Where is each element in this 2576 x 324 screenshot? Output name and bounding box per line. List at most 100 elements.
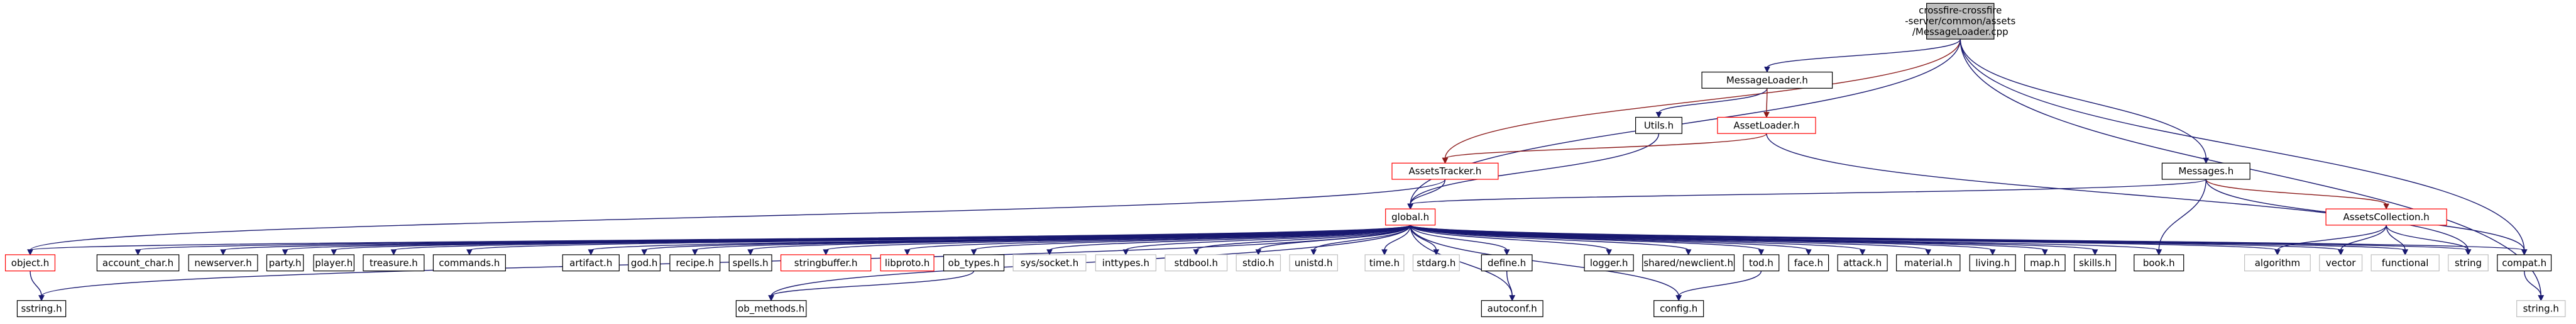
arrowhead-global-to-string bbox=[2465, 249, 2472, 256]
arrowhead-global-to-syssocket bbox=[1046, 249, 1053, 256]
arrowhead-global-to-stringbuffer bbox=[823, 249, 829, 256]
node-label-treasure: treasure.h bbox=[370, 257, 418, 269]
node-box-stringbuffer bbox=[780, 254, 872, 272]
node-stringh: string.h bbox=[2516, 300, 2566, 318]
node-compat[interactable]: compat.h bbox=[2497, 254, 2552, 272]
node-unistd: unistd.h bbox=[1289, 254, 1338, 272]
node-tod[interactable]: tod.h bbox=[1743, 254, 1780, 272]
node-map[interactable]: map.h bbox=[2024, 254, 2066, 272]
arrowhead-ob_types-to-ob_methods bbox=[768, 295, 774, 301]
arrowhead-global-to-treasure bbox=[390, 249, 397, 256]
arrowhead-object-to-sstring bbox=[38, 295, 45, 301]
node-living[interactable]: living.h bbox=[1969, 254, 2016, 272]
node-label-spells: spells.h bbox=[733, 257, 769, 269]
node-config[interactable]: config.h bbox=[1653, 300, 1704, 318]
edge-global-to-stringbuffer bbox=[825, 225, 1411, 251]
node-box-unistd bbox=[1289, 254, 1338, 272]
edge-global-to-time bbox=[1384, 225, 1411, 251]
node-newserver[interactable]: newserver.h bbox=[188, 254, 258, 272]
node-box-tod bbox=[1743, 254, 1780, 272]
nodes-layer: crossfire-crossfire-server/common/assets… bbox=[4, 3, 2566, 318]
edge-global-to-ob_types bbox=[973, 225, 1411, 251]
edge-messages-to-assetscoll bbox=[2205, 179, 2387, 205]
node-book[interactable]: book.h bbox=[2134, 254, 2184, 272]
node-label-attack: attack.h bbox=[1843, 257, 1882, 269]
node-box-newserver bbox=[188, 254, 258, 272]
node-define[interactable]: define.h bbox=[1481, 254, 1533, 272]
node-face[interactable]: face.h bbox=[1788, 254, 1829, 272]
node-label-assetloader: AssetLoader.h bbox=[1733, 120, 1799, 131]
arrowhead-global-to-tod bbox=[1758, 249, 1765, 256]
arrowhead-global-to-ob_types bbox=[970, 249, 977, 256]
edge-global-to-logger bbox=[1410, 225, 1609, 251]
node-logger[interactable]: logger.h bbox=[1584, 254, 1634, 272]
node-stdarg: stdarg.h bbox=[1412, 254, 1460, 272]
edge-global-to-config bbox=[1410, 225, 1679, 296]
node-assetscoll[interactable]: AssetsCollection.h bbox=[2325, 208, 2447, 226]
node-box-compat bbox=[2497, 254, 2552, 272]
node-label-global: global.h bbox=[1391, 211, 1429, 223]
node-recipe[interactable]: recipe.h bbox=[669, 254, 721, 272]
arrowhead-global-to-define bbox=[1503, 249, 1510, 256]
node-utils[interactable]: Utils.h bbox=[1635, 116, 1682, 134]
node-spells[interactable]: spells.h bbox=[728, 254, 772, 272]
node-attack[interactable]: attack.h bbox=[1837, 254, 1888, 272]
arrowhead-global-to-god bbox=[641, 249, 647, 256]
edge-global-to-define bbox=[1410, 225, 1508, 251]
arrowhead-global-to-vector bbox=[2337, 249, 2344, 256]
node-label-object: object.h bbox=[11, 257, 50, 269]
node-account_char[interactable]: account_char.h bbox=[96, 254, 180, 272]
node-msgloader[interactable]: MessageLoader.h bbox=[1701, 71, 1833, 89]
node-sstring[interactable]: sstring.h bbox=[16, 300, 67, 318]
edge-assetscoll-to-string bbox=[2386, 225, 2469, 251]
node-label-ob_methods: ob_methods.h bbox=[738, 303, 804, 315]
node-skills[interactable]: skills.h bbox=[2074, 254, 2117, 272]
node-label-ob_types: ob_types.h bbox=[948, 257, 1000, 269]
node-box-stdbool bbox=[1165, 254, 1228, 272]
node-material[interactable]: material.h bbox=[1896, 254, 1961, 272]
node-assetloader[interactable]: AssetLoader.h bbox=[1717, 116, 1816, 134]
arrowhead-msgloader-to-utils bbox=[1655, 111, 1662, 118]
node-artifact[interactable]: artifact.h bbox=[562, 254, 620, 272]
node-label-root: -server/common/assets bbox=[1905, 16, 2015, 27]
node-global[interactable]: global.h bbox=[1385, 208, 1436, 226]
arrowhead-global-to-algorithm bbox=[2274, 249, 2281, 256]
node-god[interactable]: god.h bbox=[628, 254, 661, 272]
node-newclient[interactable]: shared/newclient.h bbox=[1642, 254, 1735, 272]
node-box-functional bbox=[2370, 254, 2440, 272]
edge-global-to-compat bbox=[1410, 225, 2525, 251]
node-treasure[interactable]: treasure.h bbox=[363, 254, 425, 272]
edge-object-to-sstring bbox=[30, 271, 42, 296]
node-box-global bbox=[1385, 208, 1436, 226]
node-ob_types[interactable]: ob_types.h bbox=[943, 254, 1005, 272]
node-ob_methods[interactable]: ob_methods.h bbox=[735, 300, 807, 318]
arrowhead-global-to-time bbox=[1381, 249, 1388, 256]
node-box-stdarg bbox=[1412, 254, 1460, 272]
node-autoconf[interactable]: autoconf.h bbox=[1481, 300, 1543, 318]
node-box-syssocket bbox=[1012, 254, 1087, 272]
arrowhead-global-to-libproto bbox=[904, 249, 911, 256]
node-label-face: face.h bbox=[1794, 257, 1823, 269]
node-label-stringbuffer: stringbuffer.h bbox=[794, 257, 858, 269]
node-messages[interactable]: Messages.h bbox=[2161, 162, 2250, 180]
node-party[interactable]: party.h bbox=[266, 254, 304, 272]
node-label-unistd: unistd.h bbox=[1295, 257, 1333, 269]
node-box-book bbox=[2134, 254, 2184, 272]
node-object[interactable]: object.h bbox=[4, 254, 56, 272]
node-player[interactable]: player.h bbox=[313, 254, 354, 272]
arrowhead-global-to-player bbox=[331, 249, 337, 256]
node-label-utils: Utils.h bbox=[1644, 120, 1674, 131]
node-root[interactable]: crossfire-crossfire-server/common/assets… bbox=[1905, 3, 2015, 40]
edge-ob_types-to-ob_methods bbox=[770, 271, 975, 297]
node-box-time bbox=[1364, 254, 1405, 272]
edge-global-to-sstring bbox=[41, 225, 1411, 297]
node-box-map bbox=[2024, 254, 2066, 272]
edge-root-to-messages bbox=[1959, 39, 2206, 159]
edge-global-to-inttypes bbox=[1125, 225, 1411, 251]
node-commands[interactable]: commands.h bbox=[432, 254, 506, 272]
node-assetstracker[interactable]: AssetsTracker.h bbox=[1391, 162, 1499, 180]
node-label-god: god.h bbox=[631, 257, 658, 269]
node-libproto[interactable]: libproto.h bbox=[880, 254, 934, 272]
node-label-logger: logger.h bbox=[1590, 257, 1628, 269]
node-stringbuffer[interactable]: stringbuffer.h bbox=[780, 254, 872, 272]
